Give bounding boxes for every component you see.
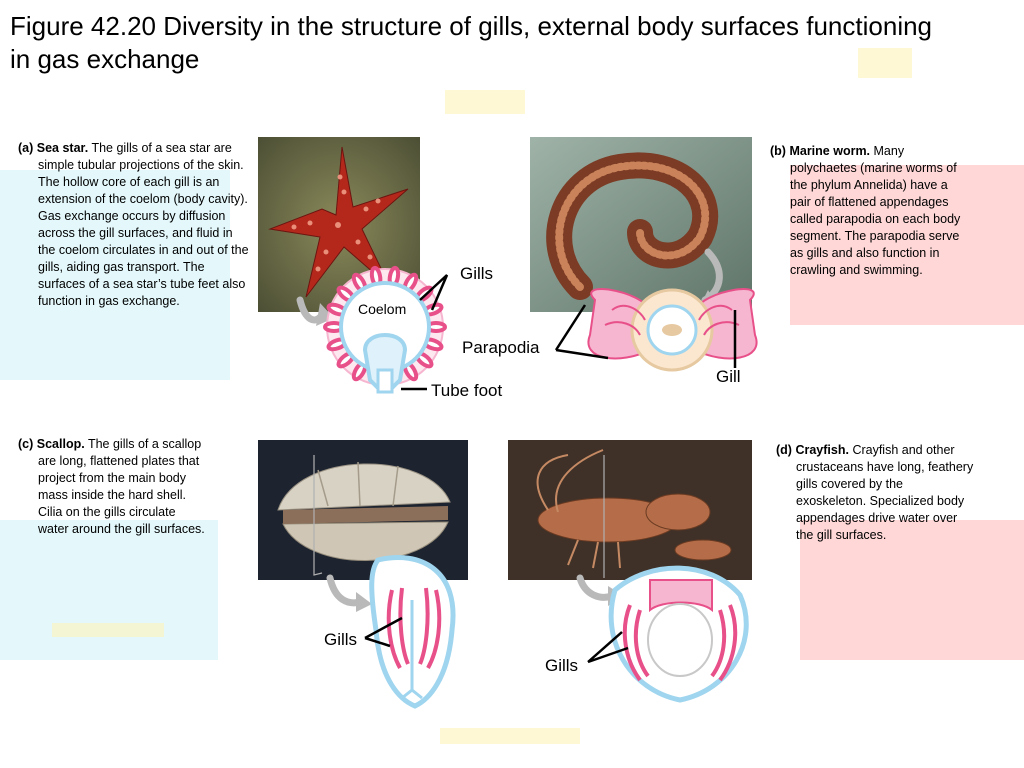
panel-letter: (d) <box>776 443 792 457</box>
caption-text: Many polychaetes (marine worms of the ph… <box>790 144 961 277</box>
label-gill-worm: Gill <box>716 367 741 386</box>
arrow-head <box>356 592 372 612</box>
caption-text: The gills of a scallop are long, flatten… <box>38 437 205 536</box>
panel-name: Marine worm. <box>789 144 871 158</box>
caption-text: Crayfish and other crustaceans have long… <box>796 443 974 542</box>
background-wash <box>858 48 912 78</box>
background-wash <box>0 170 230 380</box>
marine-worm-photo <box>530 137 752 312</box>
figure-title: Figure 42.20 Diversity in the structure … <box>10 11 933 74</box>
panel-letter: (b) <box>770 144 786 158</box>
sea-star-photo <box>258 137 420 312</box>
background-wash <box>440 728 580 744</box>
gill-tube <box>414 351 434 369</box>
panel-letter: (a) <box>18 141 34 155</box>
panel-letter: (c) <box>18 437 34 451</box>
caption-sea-star: (a) Sea star. The gills of a sea star ar… <box>18 140 252 310</box>
panel-name: Scallop. <box>36 437 85 451</box>
gill-tube <box>323 321 345 333</box>
label-gills-sea-star: Gills <box>460 264 494 283</box>
background-wash <box>800 520 1024 660</box>
gill-tube <box>336 351 356 369</box>
label-gills-scallop: Gills <box>324 630 358 649</box>
label-coelom: Coelom <box>358 301 407 317</box>
background-wash <box>0 520 218 660</box>
background-wash <box>445 90 525 114</box>
arrow-head <box>608 586 624 606</box>
label-tube-foot: Tube foot <box>431 381 503 400</box>
panel-name: Crayfish. <box>795 443 849 457</box>
background-wash <box>52 623 164 637</box>
scallop-photo <box>258 440 468 580</box>
gill-tube <box>402 361 419 382</box>
background-wash <box>790 165 1024 325</box>
caption-scallop: (c) Scallop. The gills of a scallop are … <box>18 436 208 538</box>
panel-name: Sea star. <box>36 141 89 155</box>
gill-tube <box>326 337 348 352</box>
label-parapodia: Parapodia <box>462 338 540 357</box>
gill-tube <box>422 337 444 352</box>
crayfish-photo <box>508 440 752 580</box>
crayfish-cross-section <box>608 565 749 703</box>
label-gills-crayfish: Gills <box>545 656 579 675</box>
caption-marine-worm: (b) Marine worm. Many polychaetes (marin… <box>770 143 970 279</box>
gill-tube <box>351 361 368 382</box>
caption-crayfish: (d) Crayfish. Crayfish and other crustac… <box>776 442 976 544</box>
gill-tube <box>425 321 447 333</box>
caption-text: The gills of a sea star are simple tubul… <box>38 141 249 308</box>
gill-tube <box>422 302 444 317</box>
